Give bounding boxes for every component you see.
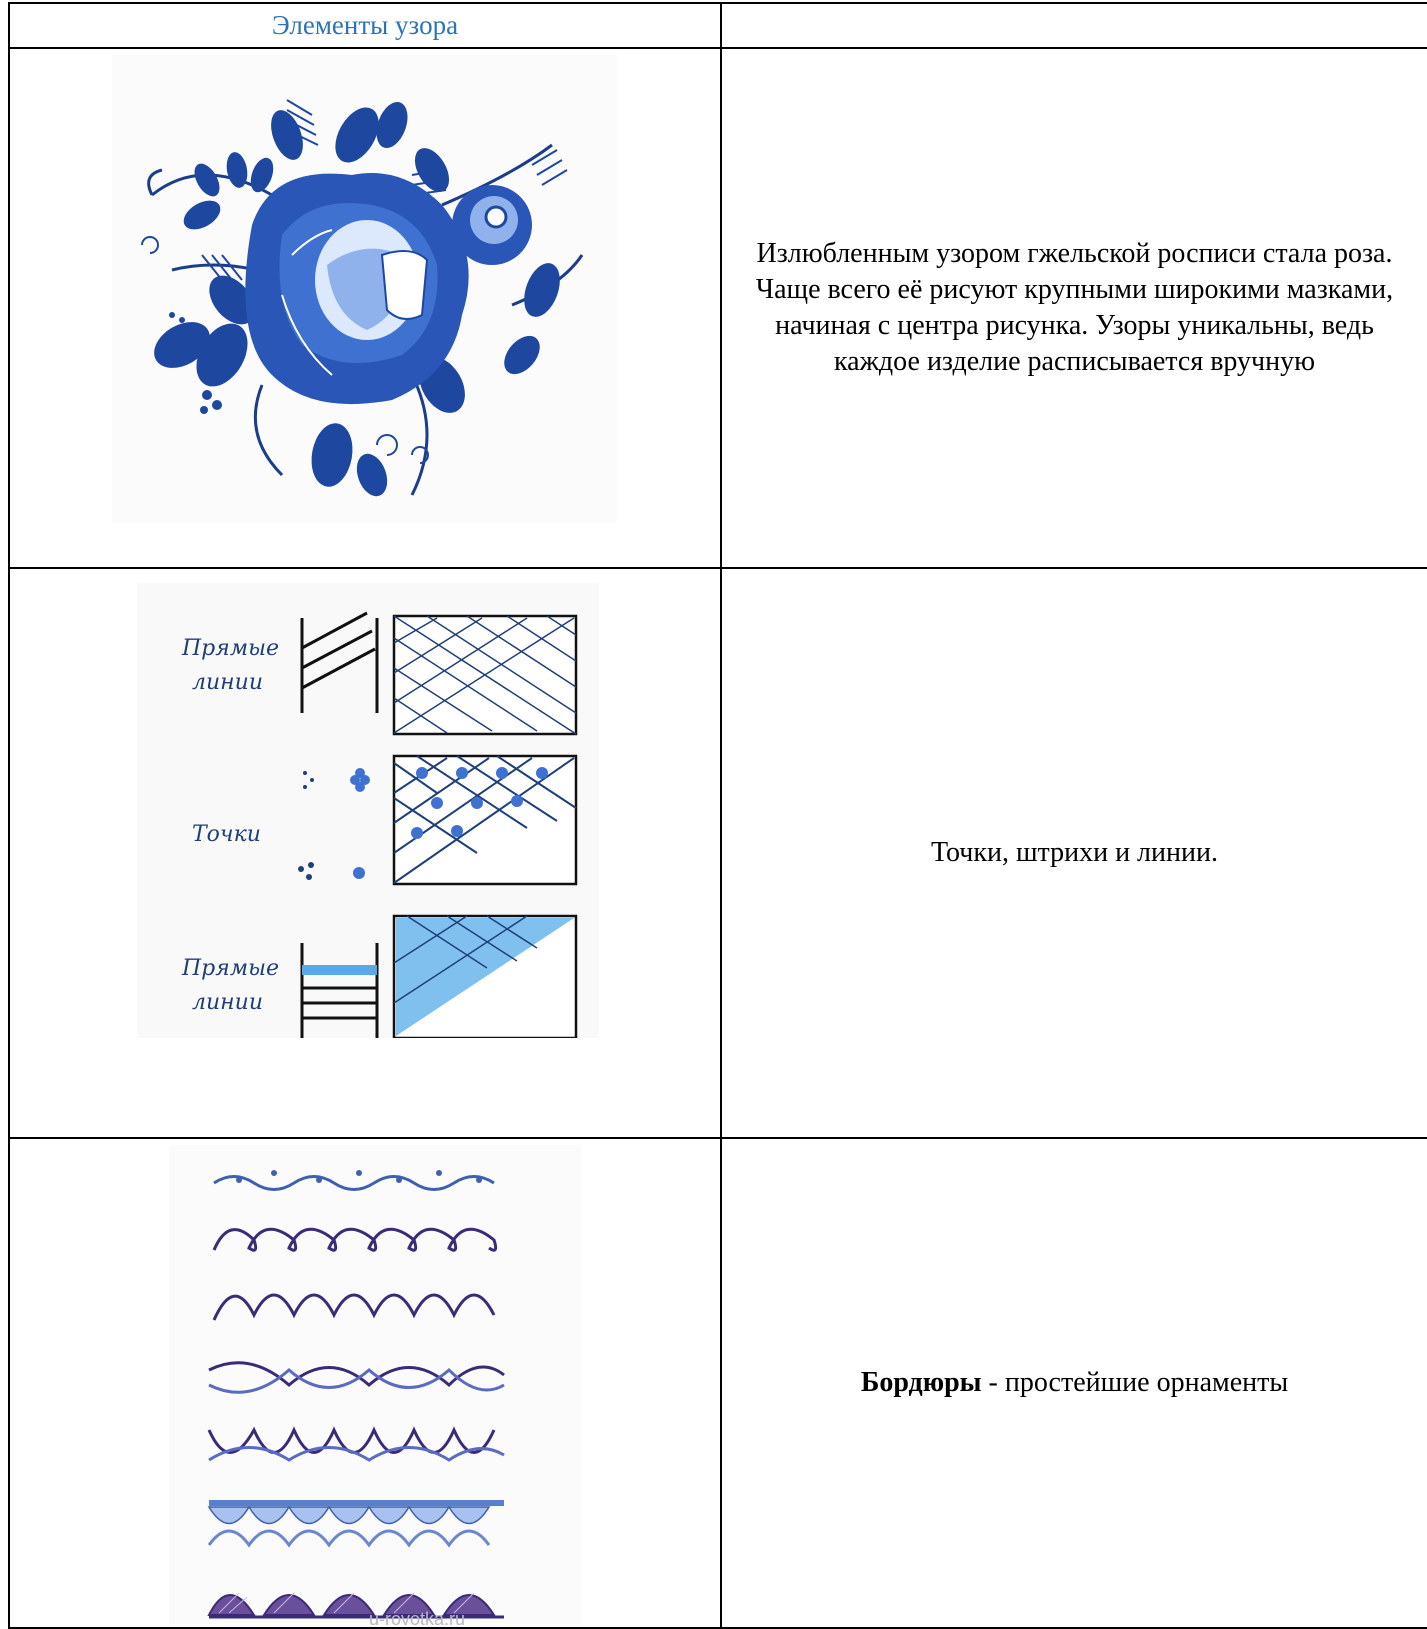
header-cell-empty bbox=[720, 2, 1427, 49]
borders-definition: - простейшие орнаменты bbox=[981, 1367, 1289, 1398]
rose-description: Излюбленным узором гжельской росписи ста… bbox=[755, 238, 1394, 377]
label-straight-lines-1: Прямые bbox=[181, 636, 279, 661]
borders-term: Бордюры bbox=[860, 1367, 982, 1398]
label-lines-1: линии bbox=[192, 670, 263, 695]
watermark: u-rovotka.ru bbox=[369, 1609, 465, 1625]
rose-image-cell bbox=[8, 47, 722, 569]
lines-description: Точки, штрихи и линии. bbox=[931, 837, 1218, 868]
label-dots: Точки bbox=[192, 822, 261, 847]
gzhel-rose-image bbox=[112, 55, 617, 523]
borders-description-cell: Бордюры - простейшие орнаменты bbox=[720, 1137, 1427, 1629]
header-cell-elements: Элементы узора bbox=[8, 2, 722, 49]
elements-table: Элементы узора bbox=[8, 2, 1427, 1629]
rose-description-cell: Излюбленным узором гжельской росписи ста… bbox=[720, 47, 1427, 569]
borders-image-cell: u-rovotka.ru bbox=[8, 1137, 722, 1629]
header-title: Элементы узора bbox=[271, 10, 459, 40]
label-lines-2: линии bbox=[192, 990, 263, 1015]
borders-description: Бордюры - простейшие орнаменты bbox=[722, 1365, 1427, 1401]
table-row: u-rovotka.ru Бордюры - простейшие орнаме… bbox=[8, 1137, 1427, 1629]
dots-lines-image: Прямые линии Точки Прямые линии bbox=[137, 583, 599, 1038]
lines-description-cell: Точки, штрихи и линии. bbox=[720, 567, 1427, 1139]
table-header-row: Элементы узора bbox=[8, 2, 1427, 49]
lines-image-cell: Прямые линии Точки Прямые линии bbox=[8, 567, 722, 1139]
table-row: Излюбленным узором гжельской росписи ста… bbox=[8, 47, 1427, 569]
label-straight-lines-2: Прямые bbox=[181, 956, 279, 981]
border-patterns-image: u-rovotka.ru bbox=[169, 1145, 582, 1625]
table-row: Прямые линии Точки Прямые линии bbox=[8, 567, 1427, 1139]
